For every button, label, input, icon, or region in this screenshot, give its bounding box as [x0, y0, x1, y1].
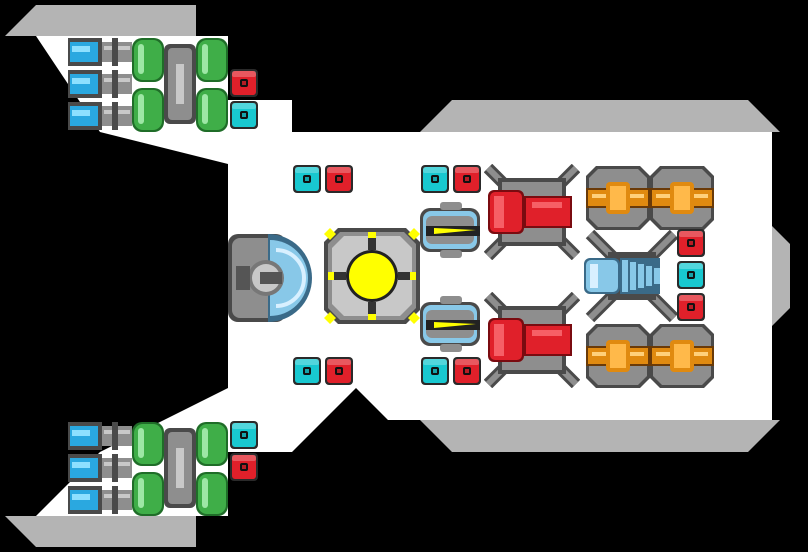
power-node-icon[interactable]: [452, 164, 482, 194]
armor-plate-top-right: [420, 100, 780, 132]
reactor-core[interactable]: [324, 228, 420, 324]
command-bridge[interactable]: [228, 230, 320, 326]
armor-plate-bottom-right: [420, 420, 780, 452]
hull-nose: [740, 132, 772, 420]
top-engine-cluster[interactable]: [68, 36, 228, 132]
shield-node-icon[interactable]: [420, 356, 450, 386]
armor-plate-nose: [772, 226, 790, 326]
armor-plate-top-left: [5, 5, 196, 36]
power-node-icon[interactable]: [676, 228, 706, 258]
shield-node-icon[interactable]: [292, 164, 322, 194]
railgun-top-2[interactable]: [650, 166, 714, 230]
railgun-top-1[interactable]: [586, 166, 650, 230]
railgun-bottom-1[interactable]: [586, 324, 650, 388]
power-node-icon[interactable]: [452, 356, 482, 386]
power-node-icon[interactable]: [324, 356, 354, 386]
shield-node-icon[interactable]: [420, 164, 450, 194]
ice-drill[interactable]: [584, 228, 680, 324]
hull-notch-top: [292, 132, 388, 164]
heavy-cannon-upper[interactable]: [484, 164, 580, 260]
power-node-icon[interactable]: [324, 164, 354, 194]
laser-turret-upper[interactable]: [420, 200, 482, 260]
shield-node-icon[interactable]: [229, 420, 259, 450]
laser-turret-lower[interactable]: [420, 294, 482, 354]
shield-node-icon[interactable]: [229, 100, 259, 130]
power-node-icon[interactable]: [229, 452, 259, 482]
power-node-icon[interactable]: [676, 292, 706, 322]
armor-plate-bottom-left: [5, 516, 196, 547]
shield-node-icon[interactable]: [292, 356, 322, 386]
shield-node-icon[interactable]: [676, 260, 706, 290]
bottom-engine-cluster[interactable]: [68, 420, 228, 516]
railgun-bottom-2[interactable]: [650, 324, 714, 388]
heavy-cannon-lower[interactable]: [484, 292, 580, 388]
power-node-icon[interactable]: [229, 68, 259, 98]
